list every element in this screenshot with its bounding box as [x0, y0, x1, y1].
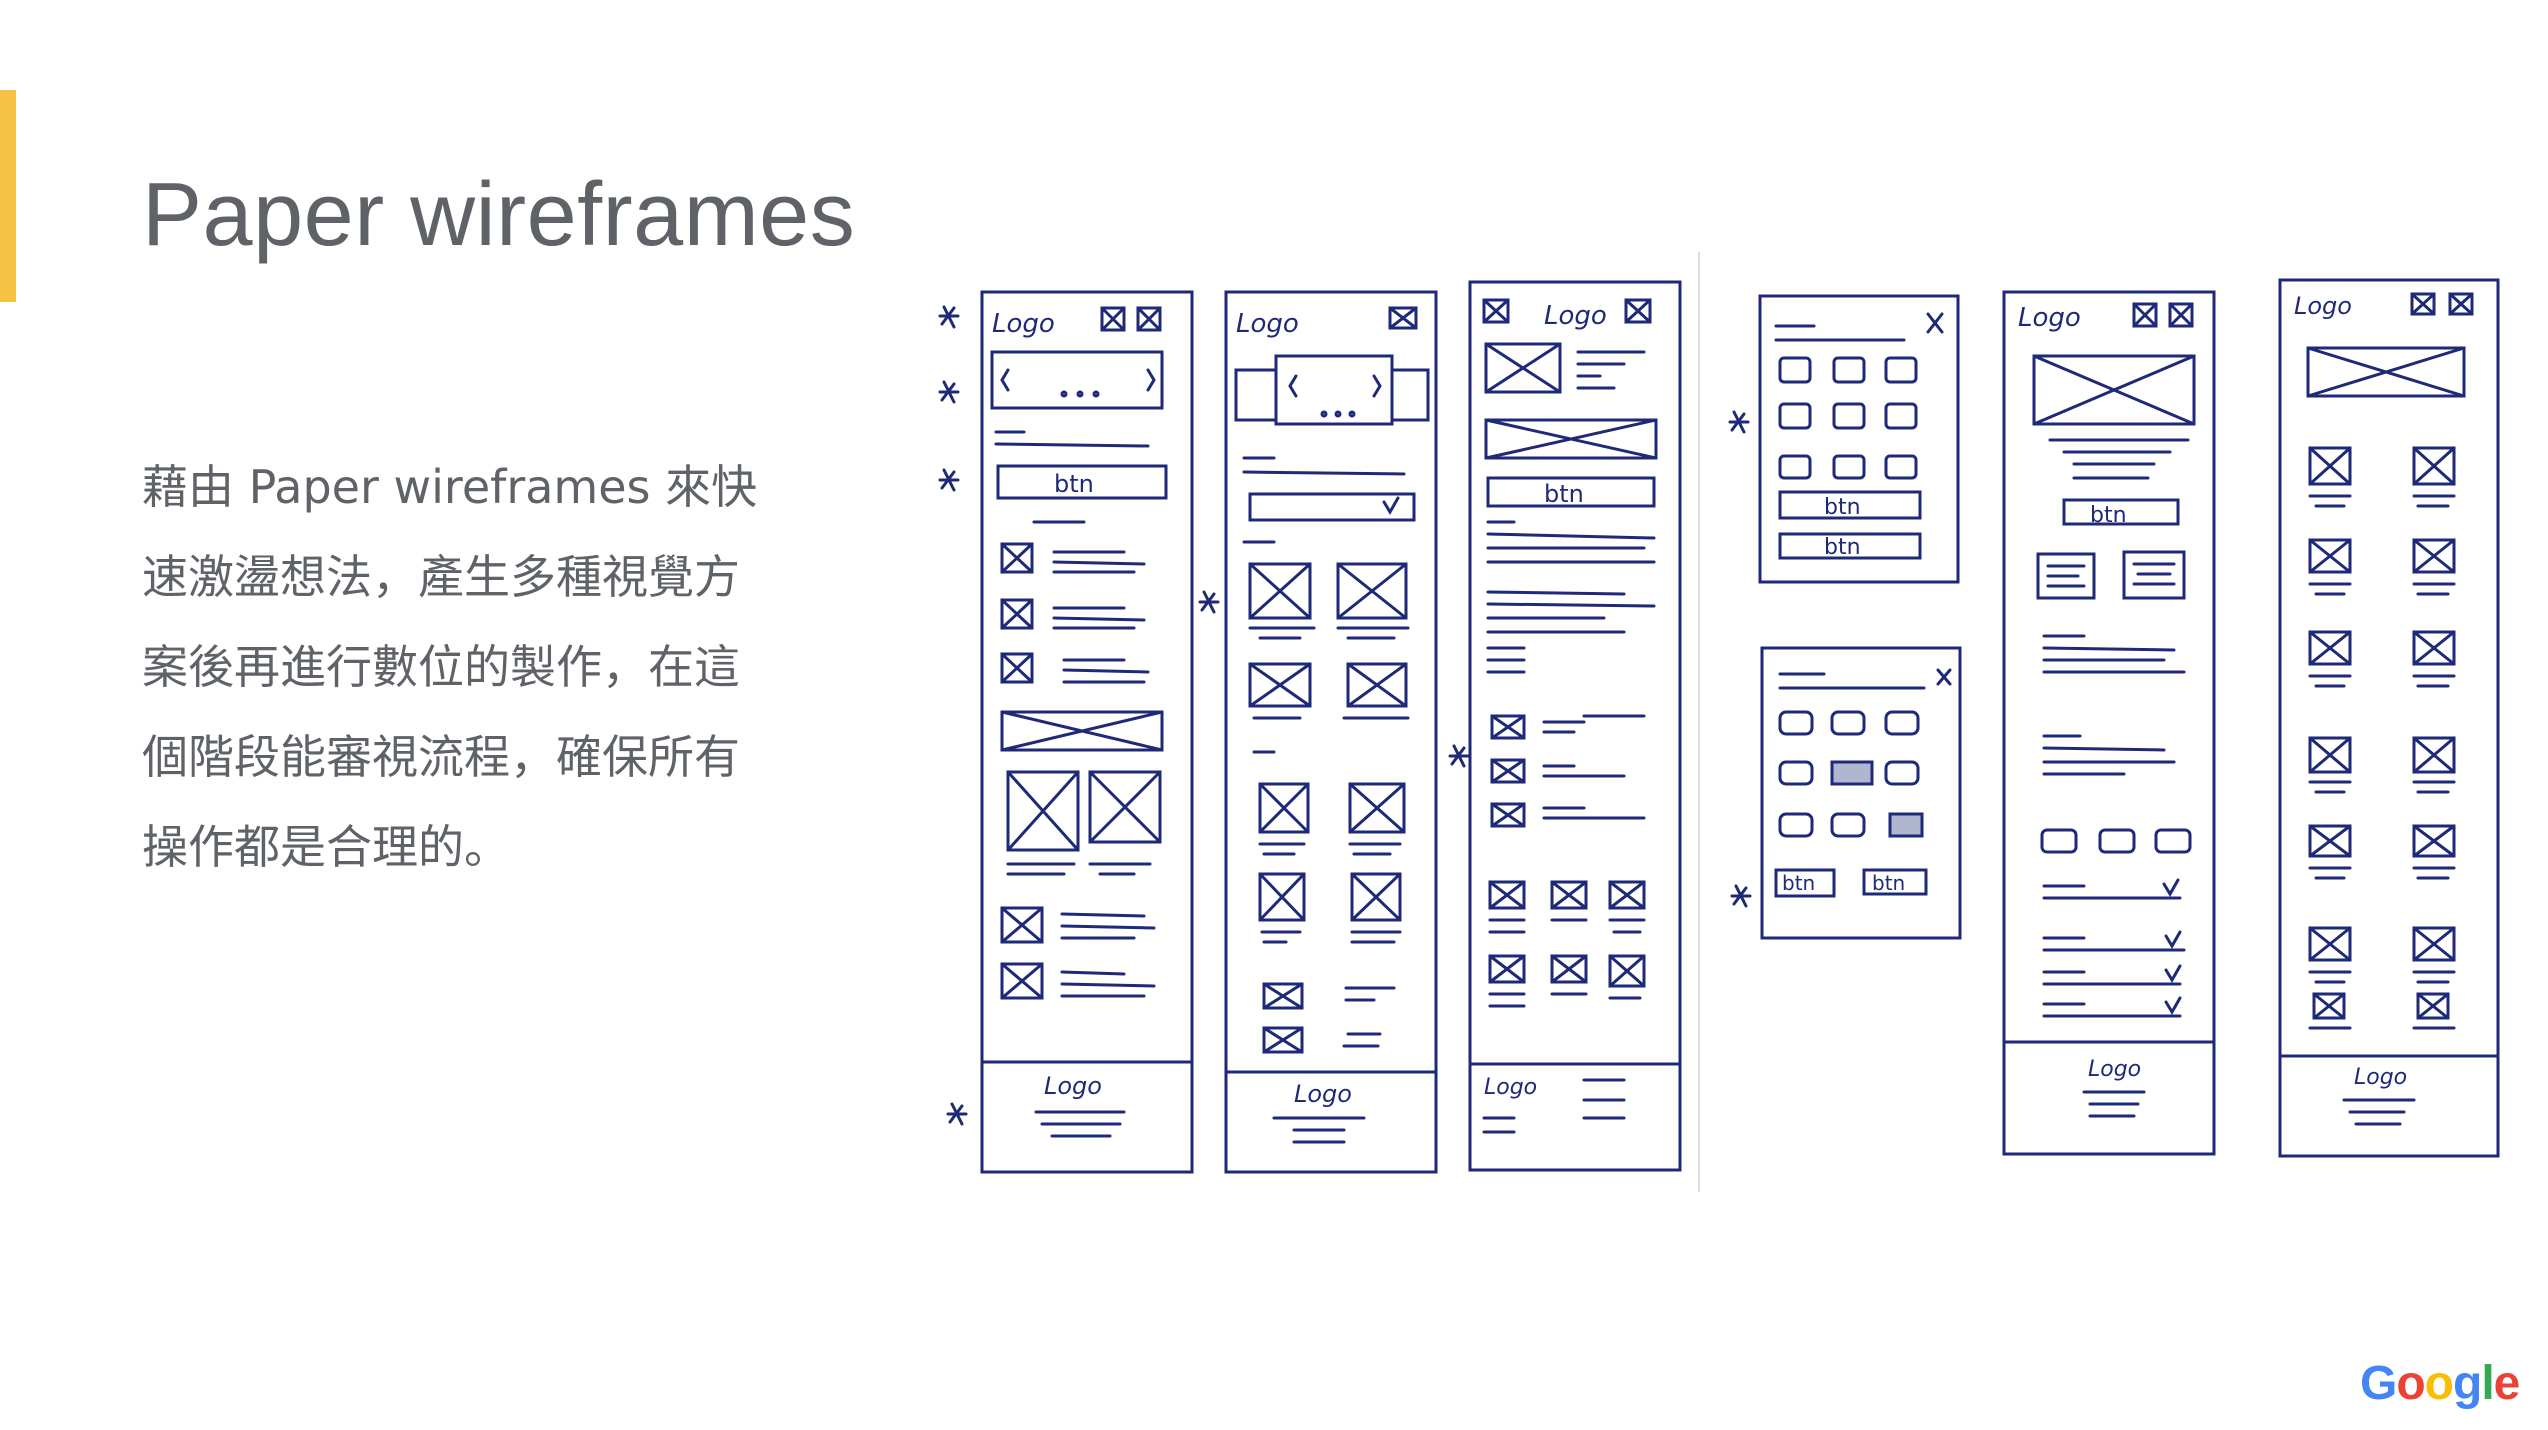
sketch-logo-label: Logo	[1236, 309, 1299, 339]
body-line: 速激盪想法，產生多種視覺方	[142, 550, 740, 604]
wireframe-sketch-7: Logo Logo	[2278, 278, 2500, 1158]
sketch-btn-label: btn	[1824, 495, 1861, 520]
google-logo: Google	[2360, 1356, 2521, 1411]
wireframe-sketch-1: Logo btn Logo	[938, 290, 1194, 1174]
body-line: 個階段能審視流程，確保所有	[142, 730, 740, 784]
wireframe-sketch-6: Logo btn Logo	[2002, 290, 2216, 1156]
sketch-footer-logo: Logo	[1294, 1080, 1352, 1108]
sketch-btn-label: btn	[2090, 503, 2127, 528]
sketch-btn-label: btn	[1824, 535, 1861, 560]
logo-letter: o	[2424, 1357, 2454, 1410]
logo-letter: g	[2453, 1357, 2482, 1410]
sketch-footer-logo: Logo	[1044, 1072, 1102, 1100]
sketch-logo-label: Logo	[1544, 301, 1607, 331]
wireframe-sketch-modal-2: btn btn	[1730, 646, 1962, 940]
logo-letter: G	[2360, 1357, 2397, 1410]
wireframe-sketch-2: Logo Logo	[1198, 290, 1438, 1174]
sketch-footer-logo: Logo	[2088, 1057, 2141, 1082]
logo-letter: o	[2396, 1357, 2425, 1410]
sketch-btn-label: btn	[1872, 871, 1905, 895]
sketch-logo-label: Logo	[992, 309, 1055, 339]
sketch-logo-label: Logo	[2294, 292, 2352, 320]
wireframe-sketch-3: Logo btn Logo	[1448, 280, 1682, 1172]
logo-letter: e	[2493, 1357, 2521, 1410]
sketch-btn-label: btn	[1544, 480, 1584, 508]
accent-bar	[0, 90, 16, 302]
sketch-logo-label: Logo	[2018, 303, 2081, 333]
paper-wireframes-image: Logo btn Logo	[938, 252, 2500, 1192]
slide-body-text: 藉由 Paper wireframes 來快 速激盪想法，產生多種視覺方 案後再…	[142, 442, 822, 892]
body-line: 操作都是合理的。	[142, 820, 510, 874]
body-line: 案後再進行數位的製作，在這	[142, 640, 740, 694]
body-line: 藉由 Paper wireframes 來快	[142, 460, 758, 514]
slide-title: Paper wireframes	[142, 165, 856, 265]
wireframe-sketch-modal-1: btn btn	[1728, 294, 1960, 584]
sketch-footer-logo: Logo	[2354, 1065, 2407, 1090]
sketch-btn-label: btn	[1054, 470, 1094, 498]
sketch-btn-label: btn	[1782, 871, 1815, 895]
sketch-footer-logo: Logo	[1484, 1075, 1537, 1100]
logo-letter: l	[2481, 1357, 2494, 1410]
